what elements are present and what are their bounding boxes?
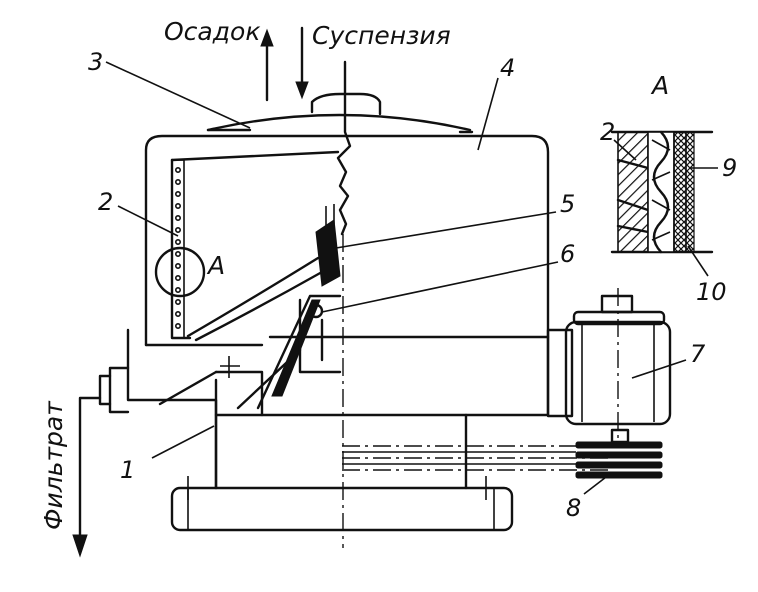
foundation-base: [170, 413, 514, 532]
suspension-arrow: [295, 26, 309, 100]
callout-6: 6: [560, 240, 575, 268]
drum-perforation: [175, 167, 182, 329]
callout-1: 1: [120, 456, 135, 484]
callout-8: 8: [566, 494, 581, 522]
detail-callout-2: 2: [600, 118, 615, 146]
detail-a-mark: A: [206, 251, 225, 280]
callout-2: 2: [98, 188, 113, 216]
pulley-8: [575, 428, 663, 479]
callout-3: 3: [88, 48, 103, 76]
detail-callout-9: 9: [722, 154, 737, 182]
drum-2: [154, 150, 341, 342]
callout-7: 7: [690, 340, 706, 368]
filtrate-outlet: [72, 366, 130, 558]
leader-lines: [105, 61, 718, 495]
suspension-label: Суспензия: [312, 21, 451, 50]
callout-5: 5: [560, 190, 575, 218]
belt-drive: [342, 445, 610, 471]
center-axis: [336, 60, 352, 548]
detail-a-title: A: [650, 71, 669, 100]
hub-6: [256, 294, 342, 410]
detail-callout-10: 10: [696, 278, 727, 306]
casing-4: [144, 134, 550, 347]
filtrate-label: Фильтрат: [39, 400, 68, 530]
detail-a-circle: [154, 246, 206, 298]
sediment-arrow: [260, 28, 274, 102]
detail-a-section: [610, 130, 714, 254]
motor-7: [546, 288, 672, 440]
sediment-label: Осадок: [164, 17, 260, 46]
callout-4: 4: [500, 54, 515, 82]
